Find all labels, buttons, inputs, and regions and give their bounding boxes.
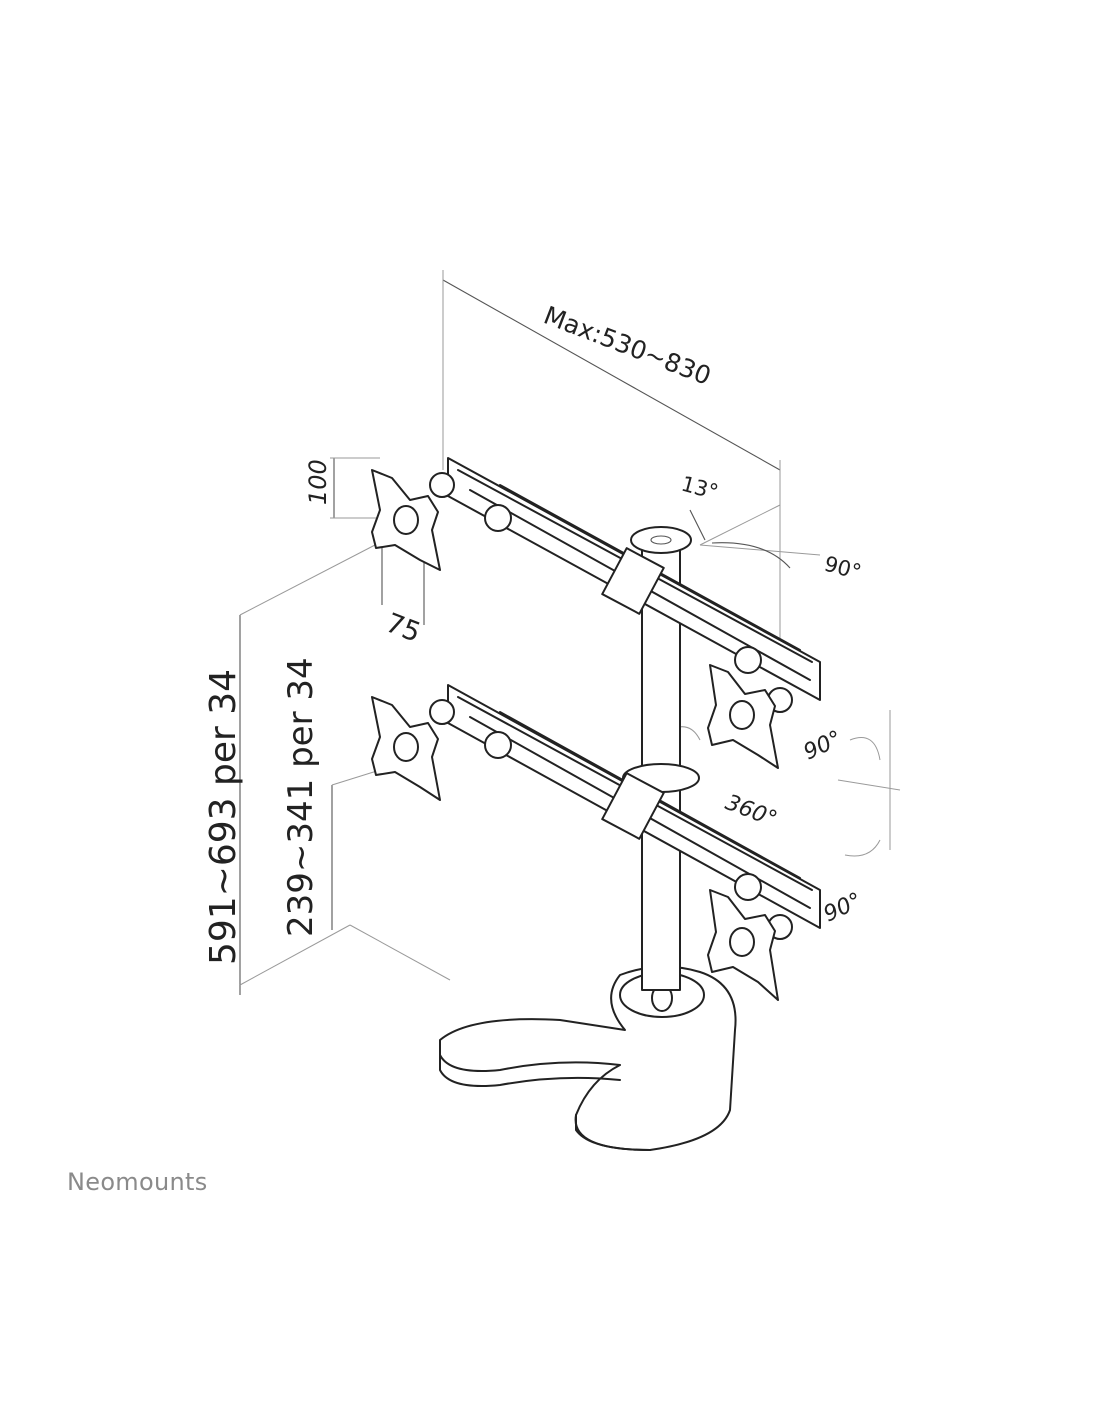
vesa-horizontal-label: 75 xyxy=(381,608,424,649)
swivel-bottom-label: 90° xyxy=(820,888,866,927)
dimension-lines xyxy=(239,270,901,995)
vesa-plate-bottom-right xyxy=(707,889,779,1001)
total-height-label: 591~693 per 34 xyxy=(203,669,244,965)
lower-arm-assembly xyxy=(429,684,821,940)
vesa-vertical-label: 100 xyxy=(304,459,332,505)
lower-height-label: 239~341 per 34 xyxy=(281,657,321,937)
swivel-top-label: 90° xyxy=(822,552,864,585)
arm-span-label: Max:530~830 xyxy=(540,301,715,391)
rotation-label: 360° xyxy=(722,790,780,832)
brand-logo: Neomounts xyxy=(67,1168,208,1196)
stand-base xyxy=(439,965,737,1151)
tilt-angle-label: 13° xyxy=(679,472,721,505)
vesa-plate-top-right xyxy=(707,664,779,769)
vesa-plate-bottom-left xyxy=(371,696,441,801)
vesa-plate-top-left xyxy=(371,469,441,571)
upper-arm-assembly xyxy=(429,457,821,713)
rotate-left-label: 90° xyxy=(800,726,846,765)
